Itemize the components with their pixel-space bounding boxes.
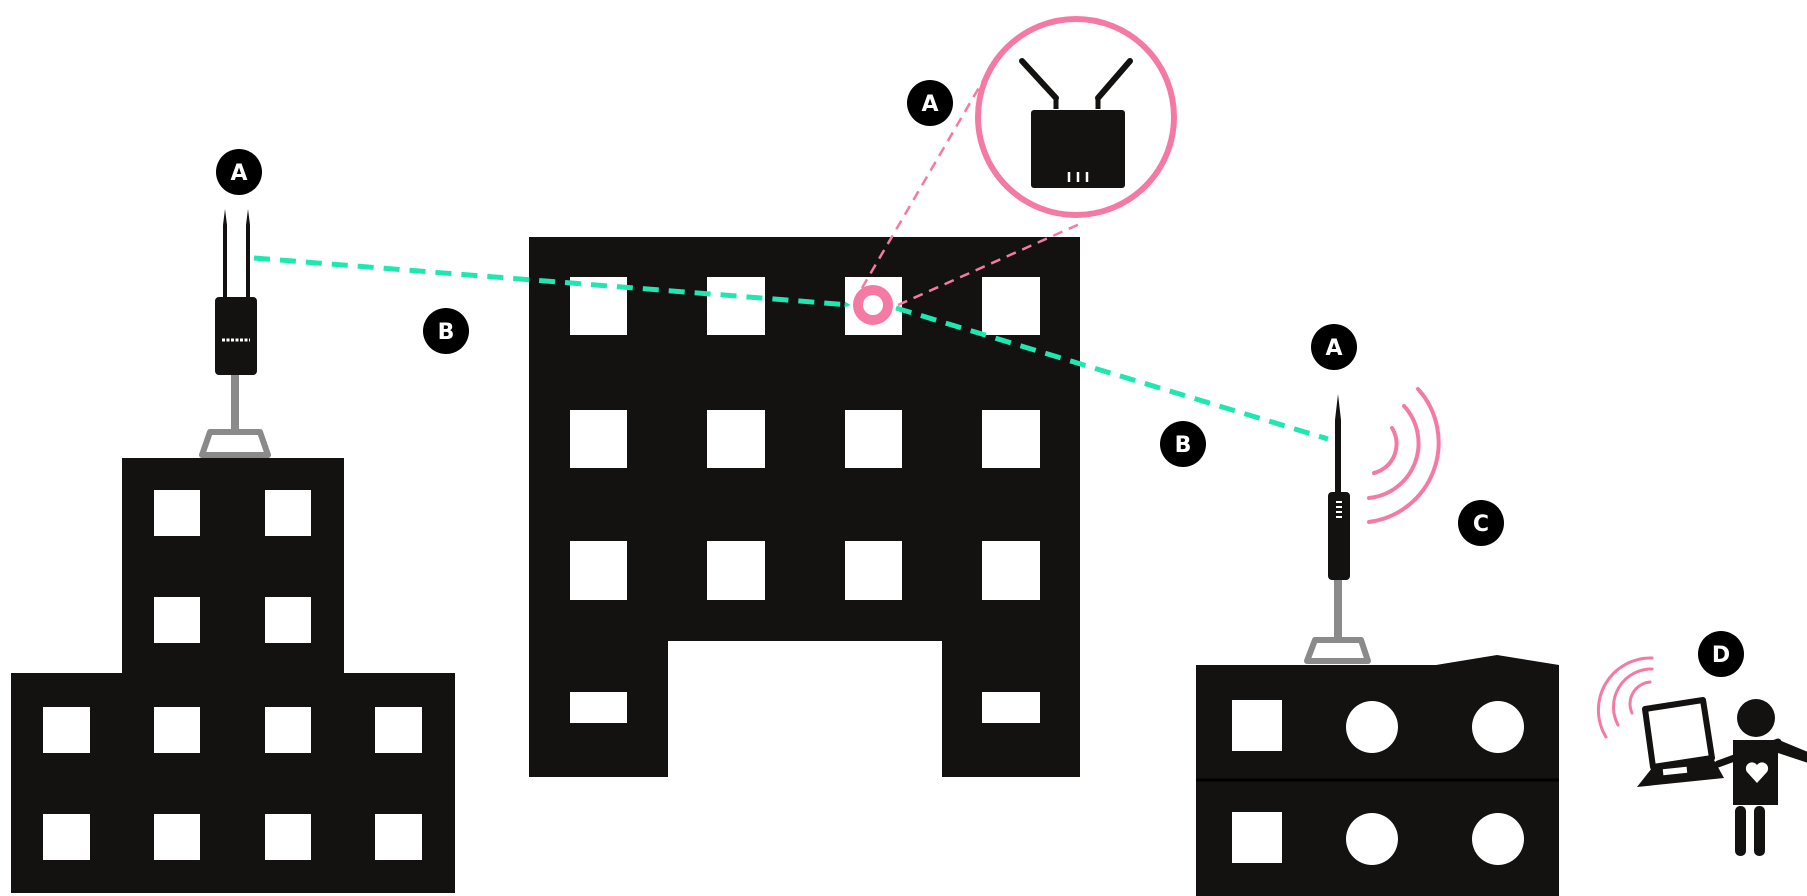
label-a-left-text: A [230,161,247,186]
label-a-router: A [907,80,953,126]
label-b-right-text: B [1175,433,1192,458]
label-b-right: B [1160,421,1206,467]
laptop-icon [1637,697,1782,787]
omni-antenna-icon [1304,394,1371,664]
label-c-text: C [1473,512,1489,537]
center-building [529,237,1080,777]
wireless-links [253,255,1329,442]
right-building-windows [1232,700,1524,865]
link-right [895,305,1329,442]
access-point-icon [199,209,271,458]
laptop-signal-waves [1596,656,1654,739]
router-icon [1019,58,1133,188]
label-c: C [1458,500,1504,546]
left-building [11,458,455,893]
router-location-marker [853,285,893,325]
right-building [1196,655,1559,896]
label-b-left: B [423,308,469,354]
label-b-left-text: B [438,320,455,345]
person-icon [1733,699,1807,856]
heart-icon [1745,762,1769,783]
label-a-left: A [216,149,262,195]
label-d: D [1698,631,1744,677]
left-building-windows [43,490,422,860]
label-a-router-text: A [921,92,938,117]
link-left [253,255,851,308]
wifi-signal-waves [1367,387,1441,524]
label-d-text: D [1712,643,1730,668]
label-a-right: A [1311,324,1357,370]
label-a-right-text: A [1325,336,1342,361]
